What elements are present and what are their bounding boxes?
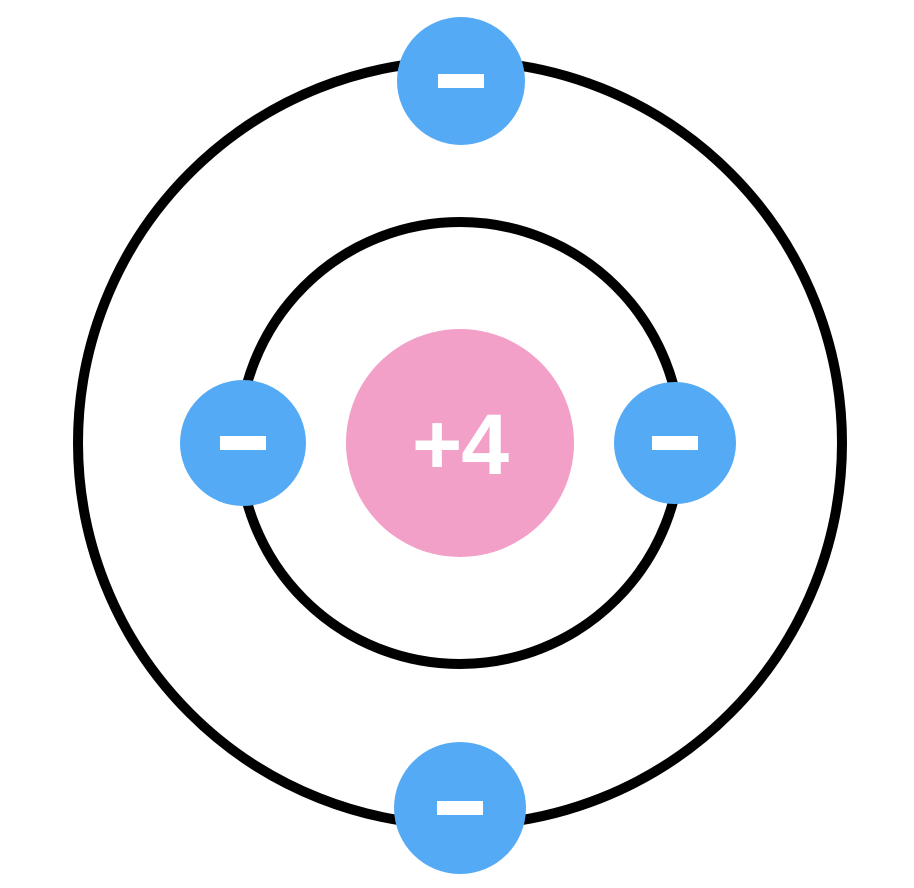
minus-icon xyxy=(437,801,483,815)
electron-left xyxy=(180,380,306,506)
nucleus-group: +4 xyxy=(346,329,574,557)
electron-bottom xyxy=(394,742,526,874)
electron-group xyxy=(180,17,736,874)
minus-icon xyxy=(438,74,484,88)
nucleus-circle xyxy=(346,329,574,557)
electron-top xyxy=(397,17,525,145)
nucleus-charge-label: +4 xyxy=(412,397,509,493)
electron-right xyxy=(614,382,736,504)
minus-icon xyxy=(652,436,698,450)
minus-icon xyxy=(220,436,266,450)
